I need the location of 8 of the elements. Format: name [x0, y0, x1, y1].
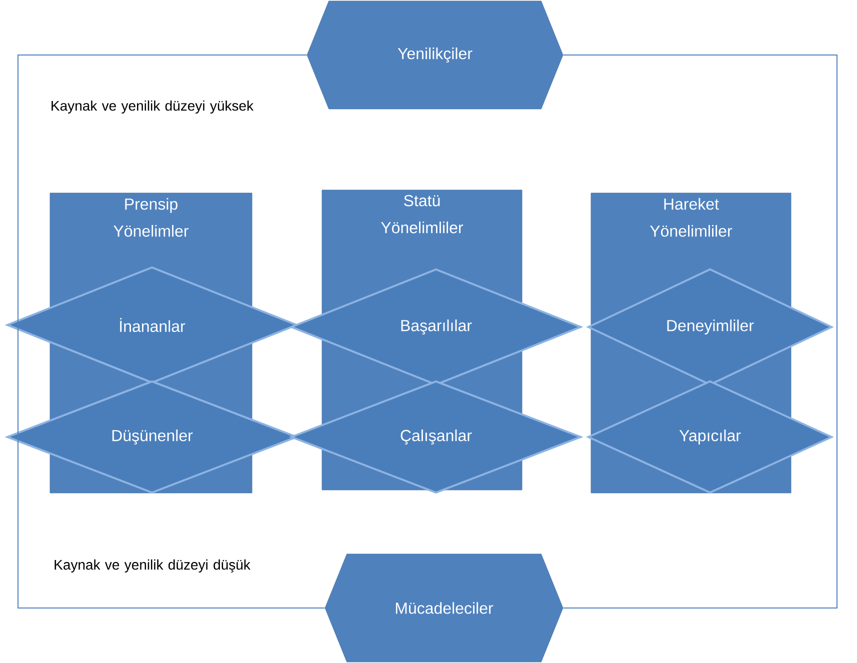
hexagon-node: Yenilikçiler: [306, 0, 564, 110]
node-label: Deneyimliler: [667, 320, 754, 334]
frame-line: [18, 54, 326, 608]
node-label: Yapıcılar: [679, 430, 741, 444]
hexagon-node: Mücadeleciler: [324, 554, 564, 662]
level-note: Kaynak ve yenilik düzeyi düşük: [54, 559, 250, 573]
level-note: Kaynak ve yenilik düzeyi yüksek: [52, 100, 254, 114]
frame-line: [562, 54, 838, 608]
